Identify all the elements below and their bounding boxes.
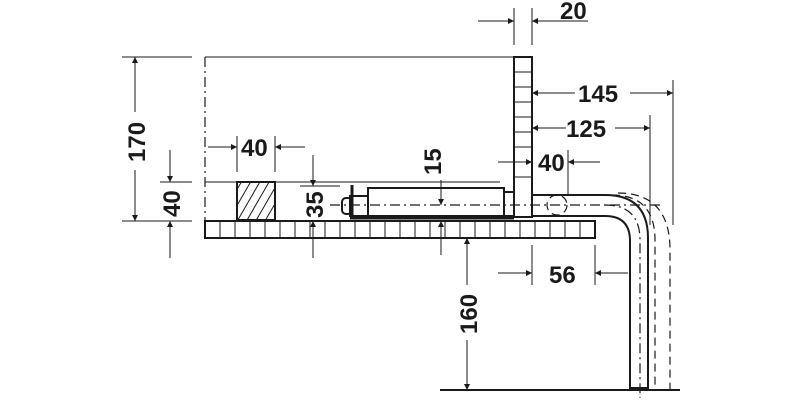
dim-40-vertical: 40 xyxy=(159,150,192,258)
dim-170: 170 xyxy=(122,56,192,222)
wood-block xyxy=(236,181,276,221)
dim-125: 125 xyxy=(532,115,651,225)
dim-160: 160 xyxy=(456,238,483,390)
dim-label-125: 125 xyxy=(566,116,606,143)
dim-15: 15 xyxy=(420,148,447,255)
dim-56: 56 xyxy=(498,245,628,289)
dim-label-15: 15 xyxy=(420,148,447,175)
dim-label-170: 170 xyxy=(124,122,151,162)
dim-145: 145 xyxy=(532,80,674,225)
dim-label-56: 56 xyxy=(549,262,576,289)
dim-35: 35 xyxy=(300,155,340,258)
dim-label-35: 35 xyxy=(302,191,329,218)
dim-label-40-vertical: 40 xyxy=(159,190,186,217)
dim-40-block: 40 xyxy=(208,135,305,172)
base-shelf xyxy=(204,220,596,239)
dim-40-clearance: 40 xyxy=(498,150,600,195)
dim-label-20: 20 xyxy=(560,0,587,25)
dim-20: 20 xyxy=(478,0,588,45)
dim-label-145: 145 xyxy=(578,81,618,108)
mechanism-cylinder xyxy=(330,185,660,220)
vertical-panel xyxy=(513,56,533,218)
bent-rail xyxy=(440,192,680,398)
dim-label-40-block: 40 xyxy=(241,135,268,162)
dim-label-160: 160 xyxy=(456,294,483,334)
dim-label-40-clearance: 40 xyxy=(538,150,565,177)
